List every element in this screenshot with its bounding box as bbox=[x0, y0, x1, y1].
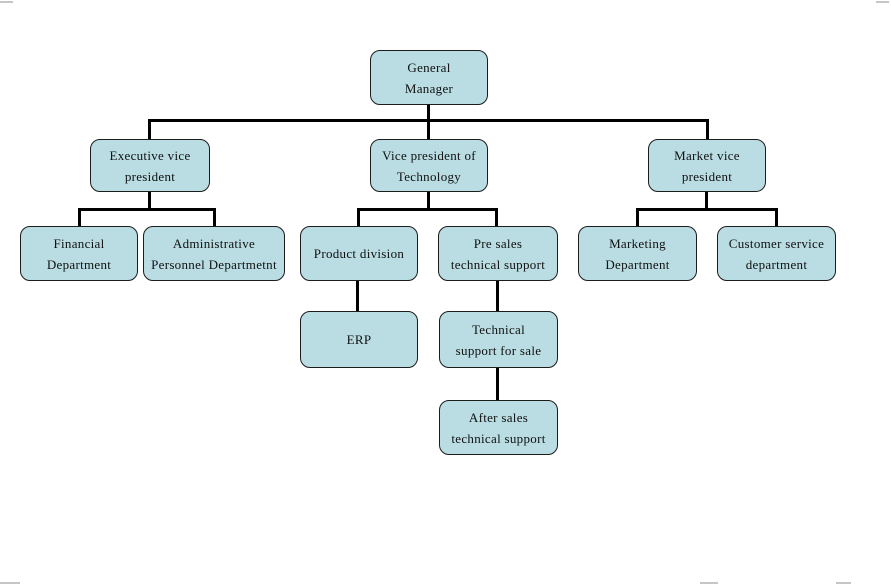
page-edge-mark bbox=[836, 582, 851, 584]
org-node-label-line: Marketing bbox=[609, 235, 666, 251]
org-node-pre-sales-technical-support[interactable]: Pre sales technical support bbox=[438, 226, 558, 281]
page-edge-mark bbox=[876, 1, 889, 3]
page-edge-mark bbox=[700, 582, 718, 584]
org-node-customer-service-department[interactable]: Customer service department bbox=[717, 226, 836, 281]
org-node-label-line: Personnel Departmetnt bbox=[151, 256, 277, 272]
org-node-label-line: technical support bbox=[450, 256, 546, 272]
connector-line bbox=[357, 208, 498, 211]
org-node-label-line: Financial bbox=[53, 235, 105, 251]
org-node-label-line: Administrative bbox=[172, 235, 256, 251]
connector-line bbox=[775, 208, 778, 226]
connector-line bbox=[148, 119, 151, 139]
connector-line bbox=[496, 281, 499, 311]
org-node-erp[interactable]: ERP bbox=[300, 311, 418, 368]
connector-line bbox=[356, 281, 359, 311]
org-node-vice-president-of-technology[interactable]: Vice president of Technology bbox=[370, 139, 488, 192]
page-edge-mark bbox=[0, 582, 20, 584]
org-node-label-line: department bbox=[745, 256, 808, 272]
org-node-product-division[interactable]: Product division bbox=[300, 226, 418, 281]
org-node-label-line: Customer service bbox=[728, 235, 825, 251]
connector-line bbox=[705, 192, 708, 211]
org-node-label-line: Executive vice bbox=[109, 147, 191, 163]
connector-line bbox=[706, 119, 709, 139]
connector-line bbox=[427, 192, 430, 211]
org-node-label-line: Vice president of bbox=[382, 147, 476, 163]
connector-line bbox=[636, 208, 778, 211]
org-node-label-line: Market vice bbox=[674, 147, 740, 163]
org-node-label-line: president bbox=[681, 168, 733, 184]
org-node-label-line: president bbox=[124, 168, 176, 184]
connector-line bbox=[213, 208, 216, 226]
connector-line bbox=[636, 208, 639, 226]
org-node-label-line: Product division bbox=[313, 246, 405, 261]
org-node-label-line: Technology bbox=[396, 168, 462, 184]
org-node-label-line: ERP bbox=[346, 332, 372, 347]
connector-line bbox=[495, 208, 498, 226]
org-node-market-vice-president[interactable]: Market vice president bbox=[648, 139, 766, 192]
connector-line bbox=[78, 208, 81, 226]
page-edge-mark bbox=[0, 1, 13, 3]
org-node-label-line: support for sale bbox=[455, 342, 542, 358]
org-node-label-line: Pre sales bbox=[473, 235, 523, 251]
connector-line bbox=[148, 192, 151, 211]
connector-line bbox=[496, 368, 499, 400]
org-node-label-line: Manager bbox=[404, 80, 454, 96]
org-node-label-line: After sales bbox=[468, 409, 529, 425]
connector-line bbox=[357, 208, 360, 226]
org-node-label-line: Department bbox=[46, 256, 112, 272]
org-node-technical-support-for-sale[interactable]: Technical support for sale bbox=[439, 311, 558, 368]
org-node-label-line: Technical bbox=[471, 321, 526, 337]
connector-line bbox=[78, 208, 216, 211]
org-node-label-line: technical support bbox=[451, 430, 546, 446]
org-node-executive-vice-president[interactable]: Executive vice president bbox=[90, 139, 210, 192]
org-node-label-line: General bbox=[407, 59, 451, 75]
org-node-label-line: Department bbox=[605, 256, 670, 272]
connector-line bbox=[427, 105, 430, 121]
connector-line bbox=[427, 119, 430, 139]
org-node-after-sales-technical-support[interactable]: After sales technical support bbox=[439, 400, 558, 455]
